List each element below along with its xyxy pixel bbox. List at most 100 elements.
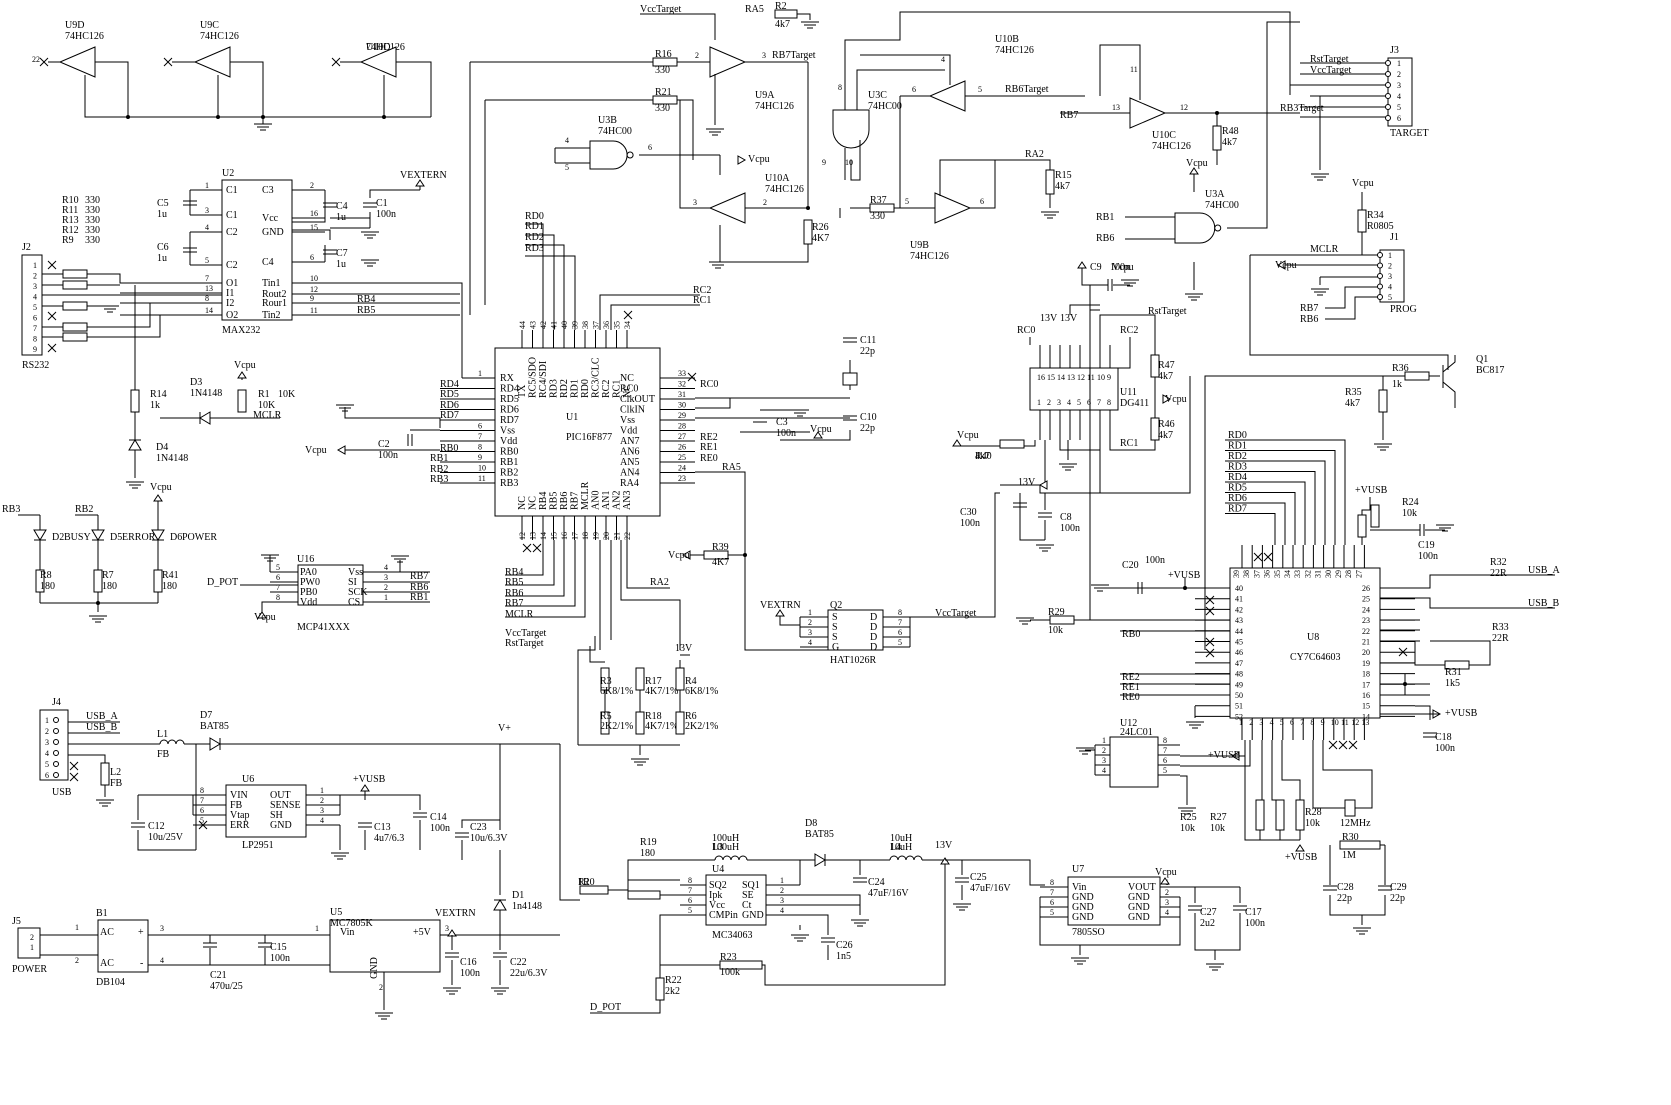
wire <box>369 189 420 198</box>
label: D7 <box>200 710 212 721</box>
label: MAX232 <box>222 325 260 336</box>
label: RD0 <box>525 211 544 222</box>
nand-gate <box>832 109 870 149</box>
label: 4k7 <box>1158 430 1173 441</box>
wire <box>1180 740 1251 767</box>
label: RD1 <box>570 379 581 398</box>
junction <box>126 115 130 119</box>
label: 4K7 <box>712 557 729 568</box>
wire <box>522 543 532 553</box>
wire <box>589 646 605 663</box>
label: R5 <box>600 711 612 722</box>
label: D6 <box>170 532 182 543</box>
label: 1u <box>336 259 346 270</box>
label: D <box>870 632 877 643</box>
label: 1 <box>315 924 319 933</box>
label: B1 <box>96 908 108 919</box>
wire <box>1225 502 1286 545</box>
label: 3 <box>1057 398 1061 407</box>
label: 8 <box>478 443 482 452</box>
label: RX <box>500 373 515 384</box>
label: 2 <box>310 181 314 190</box>
label: 7 <box>276 583 280 592</box>
label: GND <box>1128 912 1150 923</box>
label: RB6 <box>410 582 428 593</box>
wire <box>1380 597 1555 609</box>
label: 42 <box>1235 605 1243 614</box>
label: G <box>832 642 839 653</box>
crystal <box>842 372 858 386</box>
label: AC <box>100 927 114 938</box>
label: Vtap <box>230 810 249 821</box>
wire <box>1253 552 1263 562</box>
wire <box>623 310 633 320</box>
wire <box>800 894 861 915</box>
label: 12 <box>310 285 318 294</box>
label: 40 <box>1235 584 1243 593</box>
label: AN1 <box>601 491 612 510</box>
wire <box>461 819 500 828</box>
label: RB6 <box>505 588 523 599</box>
label: RB3 <box>500 478 518 489</box>
label: Vin <box>1072 882 1086 893</box>
label: 48 <box>1235 670 1243 679</box>
label: MCLR <box>253 410 282 421</box>
label: 1 <box>75 923 79 932</box>
label: 5 <box>565 163 569 172</box>
resistor <box>62 280 88 290</box>
label: 9 <box>1107 373 1111 382</box>
label: 8 <box>898 608 902 617</box>
label: 26 <box>678 443 686 452</box>
label: 2 <box>30 933 34 942</box>
label: 33 <box>678 369 686 378</box>
diode <box>209 737 221 751</box>
label: 51 <box>1235 702 1243 711</box>
wire <box>1180 775 1188 805</box>
label: R34 <box>1367 210 1384 221</box>
label: C2 <box>226 260 238 271</box>
label: RB6 <box>1300 314 1318 325</box>
label: RE1 <box>1122 682 1140 693</box>
wire <box>695 471 746 555</box>
label: C27 <box>1200 907 1217 918</box>
label: RC3/CLC <box>591 357 602 398</box>
label: RB4 <box>357 294 375 305</box>
label: 4 <box>1165 908 1169 917</box>
label: R6 <box>685 711 697 722</box>
label: 4 <box>384 563 388 572</box>
label: R16 <box>655 49 672 60</box>
label: 27 <box>1354 570 1363 578</box>
label: 1N4148 <box>190 388 222 399</box>
label: U7 <box>1072 864 1084 875</box>
label: 24 <box>1362 605 1370 614</box>
label: Vcc <box>709 900 726 911</box>
wire <box>87 273 222 284</box>
label: R18 <box>645 711 662 722</box>
label: 330 <box>85 235 100 246</box>
label: VOUT <box>1128 882 1156 893</box>
label: Q2 <box>830 600 842 611</box>
label: 74HC126 <box>910 251 949 262</box>
label: 17 <box>1362 680 1370 689</box>
label: 1 <box>1037 398 1041 407</box>
label: 1 <box>1397 59 1401 68</box>
label: RB6 <box>1096 233 1114 244</box>
label: 1 <box>45 716 49 725</box>
label: MC34063 <box>712 930 753 941</box>
label: 5 <box>688 906 692 915</box>
label: 2K2/1% <box>600 721 633 732</box>
label: 6 <box>478 422 482 431</box>
label: RD7 <box>1228 504 1247 515</box>
label: 22 <box>623 532 632 540</box>
label: 46 <box>1235 648 1243 657</box>
label: 18 <box>1362 670 1370 679</box>
wire <box>1039 440 1101 494</box>
label: C14 <box>430 812 447 823</box>
label: U2 <box>222 168 234 179</box>
junction <box>382 115 386 119</box>
power-arrow <box>1295 844 1305 852</box>
label: 14 <box>205 306 213 315</box>
label: 4 <box>45 749 49 758</box>
label: 21 <box>1362 638 1370 647</box>
wire <box>1348 740 1358 750</box>
